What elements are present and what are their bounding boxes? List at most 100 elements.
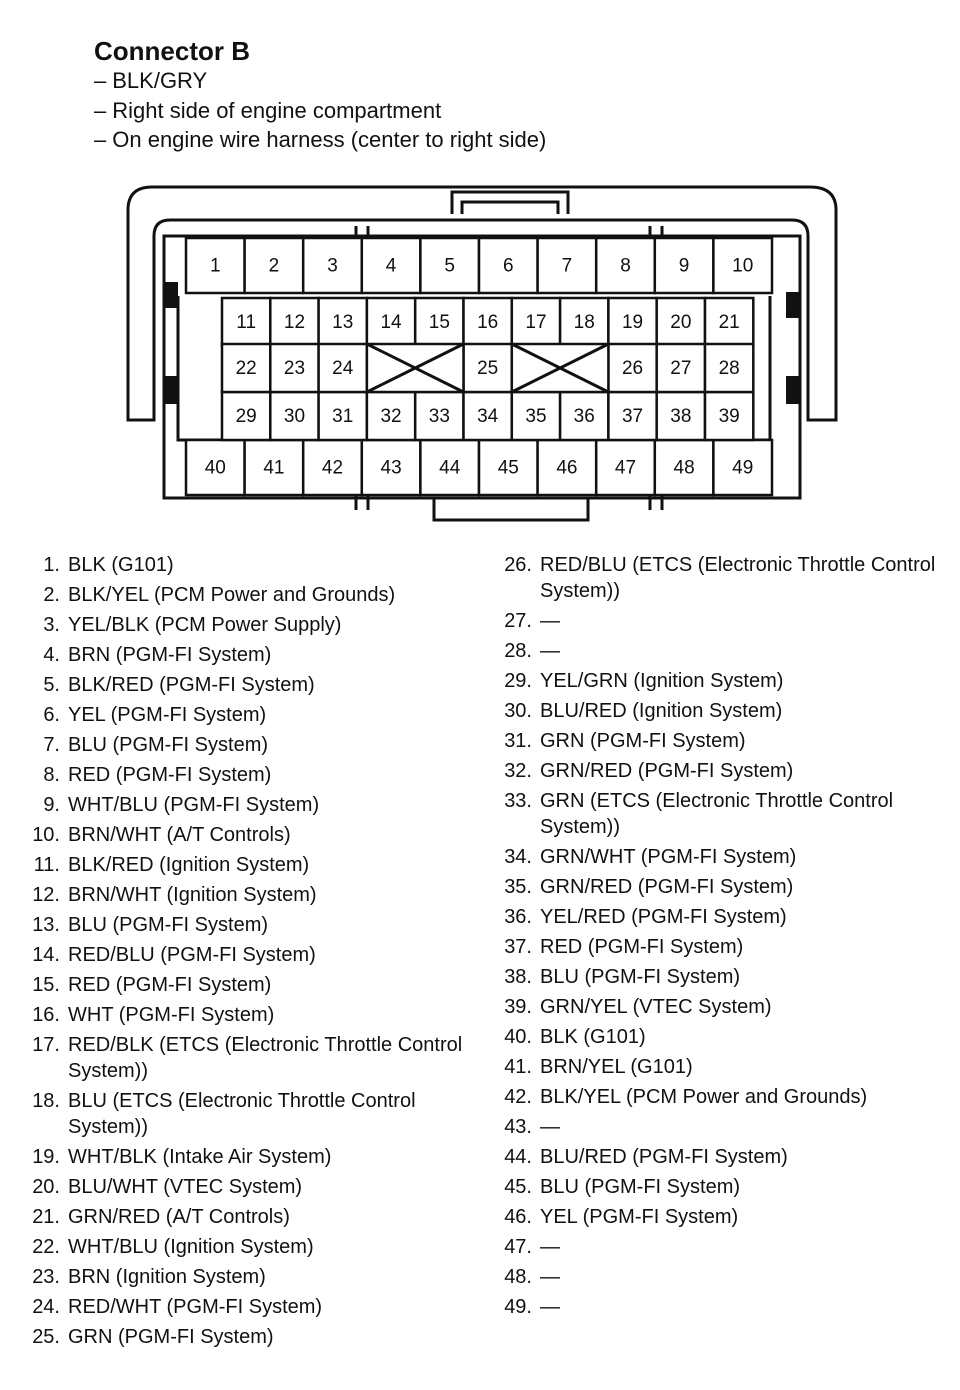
pin-number: 32 <box>380 406 401 427</box>
pinout-entry: 1.BLK (G101) <box>28 552 473 578</box>
pin-number-label: 22. <box>32 1236 60 1258</box>
pin-number-label: 8. <box>43 764 60 786</box>
pin-number: 29 <box>236 406 257 427</box>
pin-cavity <box>419 236 481 295</box>
wire-description: GRN (PGM-FI System) <box>540 730 746 752</box>
pin-number-label: 20. <box>32 1176 60 1198</box>
pin-number-label: 33. <box>504 790 532 812</box>
wire-description: WHT/BLK (Intake Air System) <box>68 1146 332 1168</box>
pin-cavity <box>655 342 707 394</box>
pinout-entry: 19.WHT/BLK (Intake Air System) <box>28 1144 473 1170</box>
pinout-entry: 24.RED/WHT (PGM-FI System) <box>28 1294 473 1320</box>
pin-number: 7 <box>562 256 573 277</box>
wire-description: RED/BLK (ETCS (Electronic Throttle Contr… <box>68 1034 463 1082</box>
pin-number-label: 35. <box>504 876 532 898</box>
pin-number-label: 30. <box>504 700 532 722</box>
pinout-entry: 33.GRN (ETCS (Electronic Throttle Contro… <box>500 788 945 840</box>
wire-description: GRN/YEL (VTEC System) <box>540 996 772 1018</box>
wire-description: YEL (PGM-FI System) <box>540 1206 739 1228</box>
pin-cavities <box>184 236 774 497</box>
pin-number: 1 <box>210 256 221 277</box>
pin-number-label: 47. <box>504 1236 532 1258</box>
wire-description: GRN/RED (A/T Controls) <box>68 1206 290 1228</box>
wire-description: YEL (PGM-FI System) <box>68 704 267 726</box>
pin-cavity <box>510 296 562 348</box>
wire-description: BRN/WHT (Ignition System) <box>68 884 317 906</box>
pinout-entry: 2.BLK/YEL (PCM Power and Grounds) <box>28 582 473 608</box>
pin-cavity <box>594 236 657 295</box>
pin-number-label: 45. <box>504 1176 532 1198</box>
pin-number-label: 21. <box>32 1206 60 1228</box>
wire-description: — <box>540 1266 560 1288</box>
wire-description: BLU (PGM-FI System) <box>540 966 741 988</box>
pinout-entry: 46. YEL (PGM-FI System) <box>500 1204 945 1230</box>
pinout-entry: 23.BRN (Ignition System) <box>28 1264 473 1290</box>
pin-number: 42 <box>322 458 343 479</box>
pin-number-label: 32. <box>504 760 532 782</box>
pinout-entry: 21. GRN/RED (A/T Controls) <box>28 1204 473 1230</box>
pinout-entry: 18.BLU (ETCS (Electronic Throttle Contro… <box>28 1088 473 1140</box>
pin-number: 39 <box>719 406 740 427</box>
pinout-entry: 48.— <box>500 1264 945 1290</box>
pin-number: 17 <box>525 312 546 333</box>
wire-description: WHT/BLU (PGM-FI System) <box>68 794 320 816</box>
wire-description: RED/WHT (PGM-FI System) <box>68 1296 323 1318</box>
pinout-entry: 14.RED/BLU (PGM-FI System) <box>28 942 473 968</box>
pin-number: 31 <box>332 406 353 427</box>
pin-number: 13 <box>332 312 353 333</box>
pin-cavity <box>653 236 715 295</box>
pin-number: 12 <box>284 312 305 333</box>
pinout-entry: 41.BRN/YEL (G101) <box>500 1054 945 1080</box>
pin-number: 45 <box>498 458 519 479</box>
pinout-entry: 30. BLU/RED (Ignition System) <box>500 698 945 724</box>
pin-cavity <box>184 438 246 497</box>
wire-description: WHT/BLU (Ignition System) <box>68 1236 314 1258</box>
pinout-entry: 6.YEL (PGM-FI System) <box>28 702 473 728</box>
pin-number: 33 <box>429 406 450 427</box>
pin-number-label: 4. <box>43 644 60 666</box>
wire-description: BLU/RED (Ignition System) <box>540 700 783 722</box>
pinout-entry: 4.BRN (PGM-FI System) <box>28 642 473 668</box>
pinout-entry: 31.GRN (PGM-FI System) <box>500 728 945 754</box>
pin-number-label: 41. <box>504 1056 532 1078</box>
pinout-entry: 8.RED (PGM-FI System) <box>28 762 473 788</box>
pinout-entry: 37.RED (PGM-FI System) <box>500 934 945 960</box>
pin-number-label: 37. <box>504 936 532 958</box>
wire-description: BLU (PGM-FI System) <box>68 914 269 936</box>
wire-description: BLK/RED (Ignition System) <box>68 854 310 876</box>
pin-number: 11 <box>236 312 256 333</box>
pin-cavity <box>703 390 755 442</box>
pin-number: 23 <box>284 358 305 379</box>
pin-number: 4 <box>386 256 397 277</box>
wire-description: — <box>540 1116 560 1138</box>
pin-number-label: 15. <box>32 974 60 996</box>
pin-number-label: 13. <box>32 914 60 936</box>
pin-number-label: 18. <box>32 1090 60 1112</box>
pin-number: 30 <box>284 406 305 427</box>
pin-number: 28 <box>719 358 740 379</box>
pin-cavity <box>462 342 514 394</box>
unused-cavity-mark <box>366 342 465 394</box>
lock-left-lower <box>164 376 178 404</box>
pinout-entry: 26.RED/BLU (ETCS (Electronic Throttle Co… <box>500 552 945 604</box>
wire-description: BLK/YEL (PCM Power and Grounds) <box>68 584 396 606</box>
pin-number: 15 <box>429 312 450 333</box>
wire-description: GRN/WHT (PGM-FI System) <box>540 846 797 868</box>
pin-cavity <box>184 236 246 295</box>
pin-number: 16 <box>477 312 498 333</box>
pin-number-label: 26. <box>504 554 532 576</box>
pin-number-label: 3. <box>43 614 60 636</box>
pin-number-label: 16. <box>32 1004 60 1026</box>
pin-number: 27 <box>670 358 691 379</box>
pin-number: 21 <box>719 312 740 333</box>
pin-cavity <box>712 438 774 497</box>
pinout-list-left: 1.BLK (G101) 2.BLK/YEL (PCM Power and Gro… <box>28 552 473 1354</box>
pin-number-label: 40. <box>504 1026 532 1048</box>
pin-number-label: 11. <box>33 854 60 876</box>
pinout-entry: 49.— <box>500 1294 945 1320</box>
wire-description: BLK/RED (PGM-FI System) <box>68 674 315 696</box>
pin-number-label: 46. <box>504 1206 532 1228</box>
lock-left-upper <box>164 282 178 308</box>
wire-description: BRN/WHT (A/T Controls) <box>68 824 291 846</box>
